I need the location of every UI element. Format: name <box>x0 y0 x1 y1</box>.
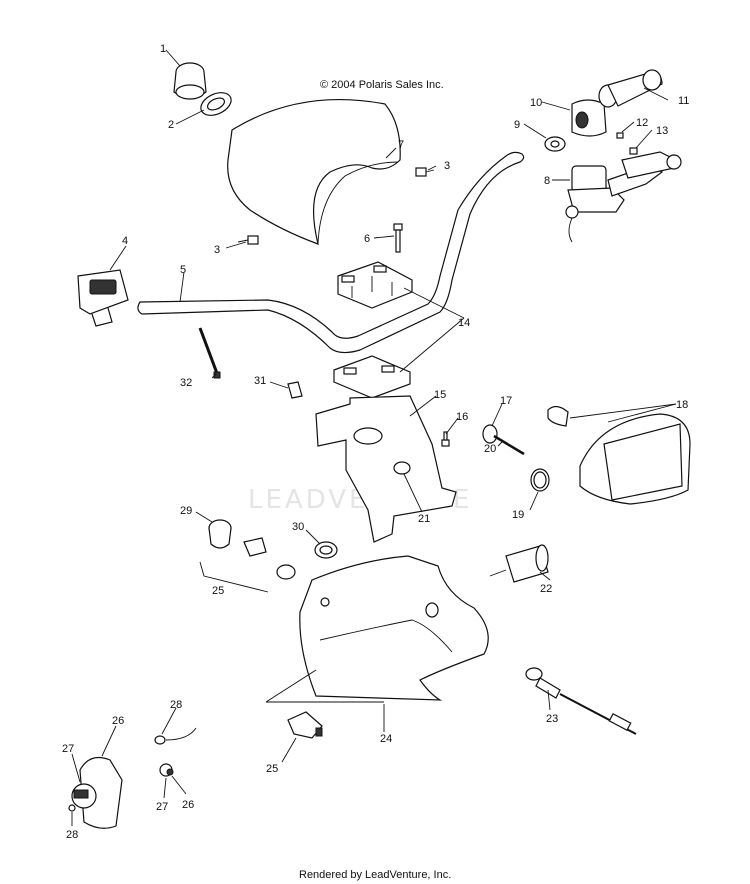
part-26-sensor[interactable] <box>159 763 174 777</box>
part-29-knob[interactable] <box>208 519 232 549</box>
callout-28b: 28 <box>170 699 182 711</box>
callout-15: 15 <box>434 389 446 401</box>
part-25-switch-lower[interactable] <box>287 711 323 739</box>
callout-23: 23 <box>546 713 558 725</box>
callout-22: 22 <box>540 583 552 595</box>
callout-32: 32 <box>180 377 192 389</box>
callout-16: 16 <box>456 411 468 423</box>
callout-6: 6 <box>364 233 370 245</box>
callout-24: 24 <box>380 733 392 745</box>
part-3-screw-upper[interactable] <box>415 167 435 177</box>
part-13-screw[interactable] <box>629 147 638 155</box>
copyright-text: © 2004 Polaris Sales Inc. <box>320 79 444 91</box>
part-17-grommet[interactable] <box>482 424 498 444</box>
callout-17: 17 <box>500 395 512 407</box>
part-22-socket[interactable] <box>489 544 549 583</box>
part-30-bezel[interactable] <box>314 541 338 559</box>
part-8-master-cylinder[interactable] <box>565 151 682 243</box>
callout-10: 10 <box>530 97 542 109</box>
part-24-pod-lower[interactable] <box>265 555 489 703</box>
part-14-clamp-upper[interactable] <box>337 261 413 309</box>
footer-text: Rendered by LeadVenture, Inc. <box>299 869 451 881</box>
part-4-switch-housing[interactable] <box>77 269 129 327</box>
bracket-25 <box>199 561 269 593</box>
callout-1: 1 <box>160 43 166 55</box>
part-7-pod-cover[interactable] <box>227 99 401 245</box>
callout-labels: 1 2 3 3 4 5 6 7 8 9 10 11 12 13 14 15 16… <box>62 43 689 841</box>
part-11-grip[interactable] <box>598 69 663 108</box>
callout-9: 9 <box>514 119 520 131</box>
part-25-key-switch[interactable] <box>243 537 296 580</box>
callout-2: 2 <box>168 119 174 131</box>
part-9-washer[interactable] <box>544 136 566 152</box>
callout-31: 31 <box>254 375 266 387</box>
part-3-screw-lower[interactable] <box>237 235 259 245</box>
callout-27b: 27 <box>156 801 168 813</box>
part-15-bracket[interactable] <box>315 395 457 543</box>
part-31-clip[interactable] <box>287 381 303 399</box>
part-12-screw[interactable] <box>616 132 624 139</box>
callout-11: 11 <box>678 95 689 107</box>
callout-12: 12 <box>636 117 648 129</box>
callout-19: 19 <box>512 509 524 521</box>
part-2-ring[interactable] <box>197 88 234 120</box>
callout-20: 20 <box>484 443 496 455</box>
callout-28a: 28 <box>66 829 78 841</box>
callout-14: 14 <box>458 317 470 329</box>
part-32-long-bolt[interactable] <box>198 327 221 379</box>
part-18-headlight[interactable] <box>547 405 691 505</box>
leader-lines <box>71 49 677 826</box>
part-6-bolt[interactable] <box>393 223 403 253</box>
callout-8: 8 <box>544 175 550 187</box>
callout-25b: 25 <box>266 763 278 775</box>
callout-13: 13 <box>656 125 668 137</box>
callout-4: 4 <box>122 235 128 247</box>
part-23-cable[interactable] <box>525 667 637 735</box>
callout-3b: 3 <box>214 244 220 256</box>
callout-5: 5 <box>180 264 186 276</box>
part-16-screw[interactable] <box>441 431 450 447</box>
callout-18: 18 <box>676 399 688 411</box>
callout-3a: 3 <box>444 160 450 172</box>
part-1-bushing[interactable] <box>173 62 207 100</box>
part-5-handlebar[interactable] <box>137 151 525 354</box>
part-10-throttle-block[interactable] <box>571 99 607 137</box>
part-26-gauge-unit[interactable] <box>68 757 123 829</box>
part-28-screw[interactable] <box>154 727 197 745</box>
callout-30: 30 <box>292 521 304 533</box>
part-20-adjuster-screw[interactable] <box>493 434 525 456</box>
part-19-o-ring[interactable] <box>530 468 550 492</box>
part-14-clamp-lower[interactable] <box>333 355 411 399</box>
callout-7: 7 <box>398 139 404 151</box>
callout-25a: 25 <box>212 585 224 597</box>
callout-27a: 27 <box>62 743 74 755</box>
callout-21: 21 <box>418 513 430 525</box>
callout-26a: 26 <box>112 715 124 727</box>
callout-29: 29 <box>180 505 192 517</box>
callout-26b: 26 <box>182 799 194 811</box>
